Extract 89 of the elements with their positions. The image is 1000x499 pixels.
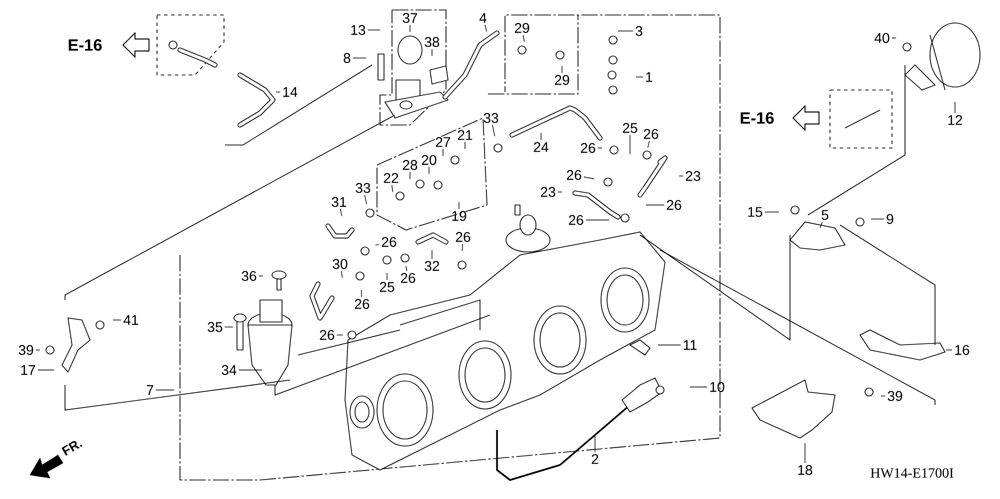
callout-number: 8	[344, 53, 350, 63]
callout-number: 26	[320, 330, 334, 340]
callout-number: 7	[146, 385, 154, 395]
leader-line	[647, 140, 650, 148]
callout-number: 29	[514, 23, 530, 33]
leader-line	[820, 222, 823, 228]
callout-number: 23	[540, 187, 556, 197]
callout-number: 39	[888, 391, 902, 401]
callout-number: 33	[484, 113, 498, 123]
callout-number: 26	[568, 215, 584, 225]
callout-number: 36	[242, 271, 256, 281]
leader-line	[658, 344, 682, 346]
leader-line	[336, 334, 344, 336]
callout-number: 3	[636, 26, 642, 36]
callout-number: 26	[400, 273, 416, 283]
callout-number: 26	[566, 170, 582, 180]
callout-number: 24	[534, 142, 548, 152]
callout-number: 33	[356, 183, 370, 193]
callout-number: 26	[456, 232, 470, 242]
leader-line	[804, 442, 806, 464]
callout-number: 28	[402, 160, 418, 170]
leader-line	[954, 102, 956, 114]
leader-line	[224, 326, 234, 328]
callout-number: 29	[554, 75, 570, 85]
leader-line	[340, 208, 342, 216]
leader-line	[386, 272, 388, 280]
callout-number: 40	[874, 33, 890, 43]
reference-label: E-16	[68, 39, 102, 51]
callout-number: 17	[21, 365, 36, 375]
reference-label: E-16	[740, 112, 774, 124]
leader-line	[458, 202, 460, 210]
callout-number: 26	[382, 237, 396, 247]
leader-line	[690, 386, 708, 388]
callout-number: 26	[354, 299, 370, 309]
leader-line	[428, 166, 430, 174]
leader-line	[406, 266, 408, 272]
leader-line	[522, 34, 525, 42]
drawing-code: HW14-E1700I	[870, 468, 954, 478]
callout-number: 4	[479, 13, 486, 23]
leader-line	[540, 132, 542, 140]
callout-number: 15	[748, 207, 762, 217]
callout-number: 38	[424, 37, 440, 47]
leader-line	[375, 244, 380, 246]
callout-number: 9	[886, 214, 894, 224]
callout-number: 12	[948, 115, 962, 125]
callout-number: 41	[124, 315, 138, 325]
callout-number: 13	[351, 25, 366, 35]
leader-line	[392, 184, 394, 192]
leader-line	[462, 244, 463, 252]
callout-number: 32	[424, 261, 440, 271]
callout-number: 1	[646, 72, 652, 82]
callout-number: 25	[622, 123, 638, 133]
leader-line	[484, 24, 488, 32]
leader-line	[583, 176, 594, 180]
callout-number: 26	[644, 129, 658, 139]
leader-line	[870, 218, 884, 220]
leader-line	[340, 270, 343, 278]
leader-line	[636, 76, 644, 78]
callout-number: 18	[798, 465, 812, 475]
callout-number: 20	[422, 155, 436, 165]
leader-line	[360, 290, 362, 298]
leader-line	[618, 30, 634, 32]
leader-line	[492, 124, 496, 136]
callout-number: 31	[332, 197, 346, 207]
callout-number: 25	[380, 282, 394, 292]
leader-line	[646, 204, 665, 206]
direction-label: FR.	[62, 441, 82, 456]
callout-number: 22	[384, 173, 398, 183]
callout-number: 35	[208, 322, 222, 332]
callout-number: 5	[822, 210, 828, 220]
callout-number: 26	[666, 200, 682, 210]
callout-number: 30	[332, 259, 348, 269]
leader-line	[594, 434, 596, 452]
leader-line	[364, 194, 368, 204]
leader-line	[442, 148, 444, 156]
callout-number: 23	[686, 171, 700, 181]
callout-number: 26	[580, 143, 596, 153]
callout-number: 39	[18, 345, 34, 355]
callout-number: 19	[452, 211, 466, 221]
callout-number: 10	[710, 382, 724, 392]
callout-number: 16	[955, 345, 970, 355]
callout-number: 14	[283, 87, 298, 97]
callout-number: 21	[458, 130, 472, 140]
callout-number: 2	[592, 454, 598, 464]
leader-line	[464, 142, 466, 150]
callout-number: 27	[436, 137, 450, 147]
callout-number: 34	[222, 365, 236, 375]
callout-number: 11	[684, 340, 697, 350]
callout-number: 37	[402, 13, 418, 23]
